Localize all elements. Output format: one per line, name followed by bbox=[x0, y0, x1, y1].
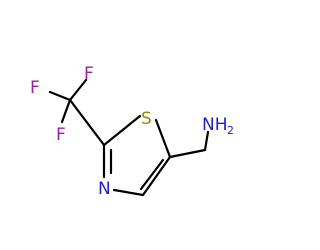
bond-cf3-c-f-left bbox=[48, 90, 72, 102]
atom-amine-nh: NH bbox=[202, 115, 228, 135]
molecule-structure: F F F S N NH 2 bbox=[30, 64, 234, 199]
bond-s1-c5 bbox=[154, 118, 172, 159]
bond-c5-c4 bbox=[141, 155, 172, 197]
bond-cf3-c-f-bottom bbox=[60, 98, 72, 124]
atom-amine-subscript: 2 bbox=[227, 124, 234, 137]
bond-c2-s1 bbox=[102, 114, 142, 147]
atom-fluorine-bottom: F bbox=[56, 125, 66, 145]
bond-cf3-c-f-top bbox=[68, 78, 88, 102]
bond-c5-c4-inner bbox=[139, 158, 165, 191]
atom-fluorine-top: F bbox=[84, 64, 94, 84]
atom-nitrogen-ring: N bbox=[98, 179, 111, 199]
bond-ch2-n bbox=[203, 130, 210, 152]
atom-fluorine-left: F bbox=[30, 78, 40, 98]
bond-c5-ch2 bbox=[168, 148, 207, 159]
bond-cf3-c-to-c2 bbox=[68, 98, 106, 147]
atom-sulfur: S bbox=[141, 109, 152, 129]
bond-c4-n3 bbox=[112, 188, 145, 197]
